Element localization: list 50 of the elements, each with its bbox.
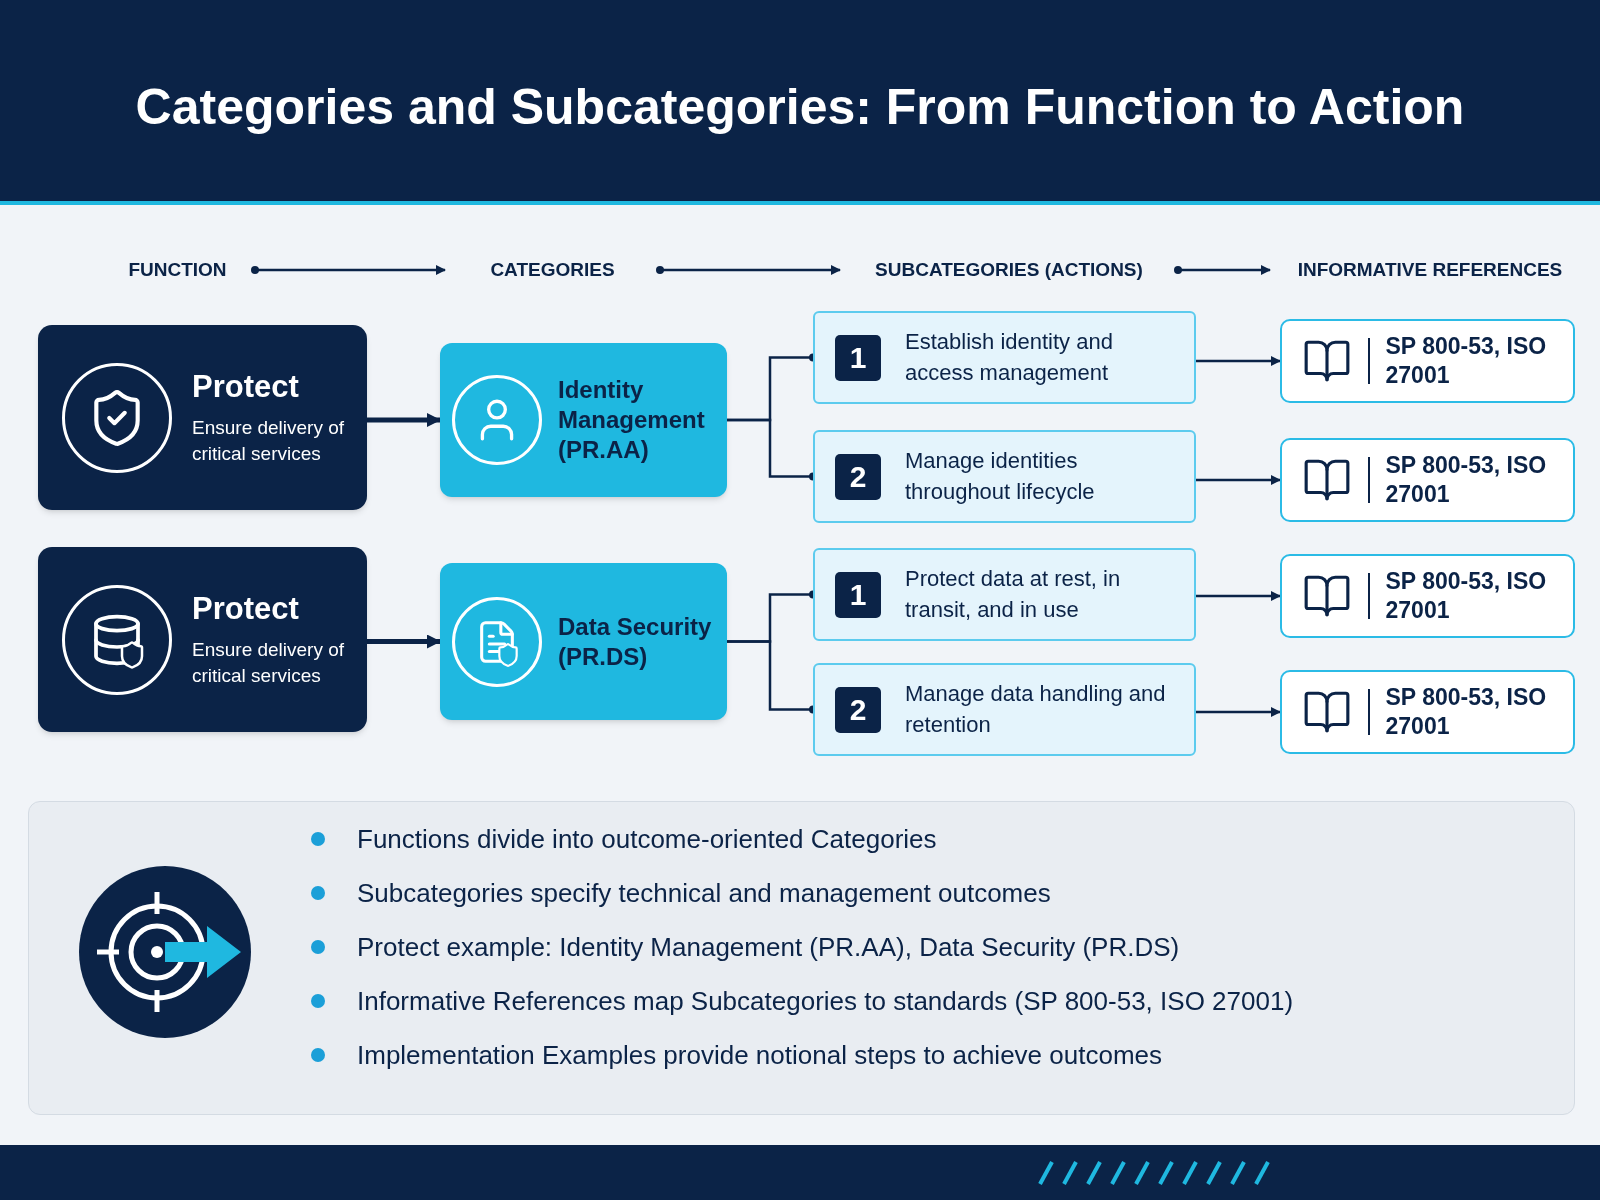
reference-box	[1280, 554, 1575, 638]
connector-arrow	[251, 265, 446, 275]
bullet-text: Informative References map Subcategories to standards (SP 800-53, ISO 27001)	[357, 985, 1294, 1018]
function-box	[38, 325, 367, 510]
connector-arrow	[656, 265, 841, 275]
subcategory-box	[813, 311, 1196, 404]
category-box	[440, 563, 727, 720]
subcategory-box	[813, 663, 1196, 756]
reference-box	[1280, 319, 1575, 403]
bullet-text: Functions divide into outcome-oriented Categories	[357, 823, 937, 856]
column-header: SUBCATEGORIES (ACTIONS)	[840, 252, 1178, 288]
category-name: Data Security (PR.DS)	[558, 611, 713, 672]
function-description: Ensure delivery of critical services	[192, 415, 346, 466]
function-description: Ensure delivery of critical services	[192, 637, 346, 688]
step-number: 2	[835, 686, 881, 733]
column-header: CATEGORIES	[445, 252, 660, 288]
category-name: Identity Management (PR.AA)	[558, 375, 706, 465]
reference-text: SP 800-53, ISO 27001	[1385, 567, 1548, 625]
step-number: 2	[835, 453, 881, 500]
category-box	[440, 343, 727, 497]
reference-text: SP 800-53, ISO 27001	[1385, 332, 1548, 390]
column-header: INFORMATIVE REFERENCES	[1270, 252, 1590, 288]
reference-box	[1280, 438, 1575, 522]
connector-arrow	[1196, 707, 1281, 717]
connector-arrow	[367, 413, 441, 427]
connector-arrow	[1196, 591, 1281, 601]
connector-arrow	[1174, 265, 1271, 275]
subcategory-text: Protect data at rest, in transit, and in use	[905, 565, 1122, 624]
summary-panel	[28, 801, 1575, 1115]
subcategory-text: Manage identities throughout lifecycle	[905, 447, 1096, 506]
title: Categories and Subcategories: From Function to Action	[134, 78, 1466, 137]
connector-arrow	[1196, 475, 1281, 485]
reference-text: SP 800-53, ISO 27001	[1385, 683, 1548, 741]
bullet-text: Implementation Examples provide notional steps to achieve outcomes	[357, 1039, 1162, 1072]
subcategory-box	[813, 430, 1196, 523]
subcategory-box	[813, 548, 1196, 641]
reference-box	[1280, 670, 1575, 754]
function-box	[38, 547, 367, 732]
subcategory-text: Manage data handling and retention	[905, 680, 1167, 739]
bullet-text: Subcategories specify technical and management outcomes	[357, 877, 1051, 910]
function-title: Protect	[192, 368, 300, 406]
step-number: 1	[835, 571, 881, 618]
reference-text: SP 800-53, ISO 27001	[1385, 451, 1548, 509]
bullet-text: Protect example: Identity Management (PR.AA), Data Security (PR.DS)	[357, 931, 1180, 964]
column-header: FUNCTION	[100, 252, 255, 288]
function-title: Protect	[192, 590, 300, 628]
step-number: 1	[835, 334, 881, 381]
connector-arrow	[1196, 356, 1281, 366]
connector-arrow	[367, 634, 441, 649]
subcategory-text: Establish identity and access management	[905, 328, 1114, 387]
